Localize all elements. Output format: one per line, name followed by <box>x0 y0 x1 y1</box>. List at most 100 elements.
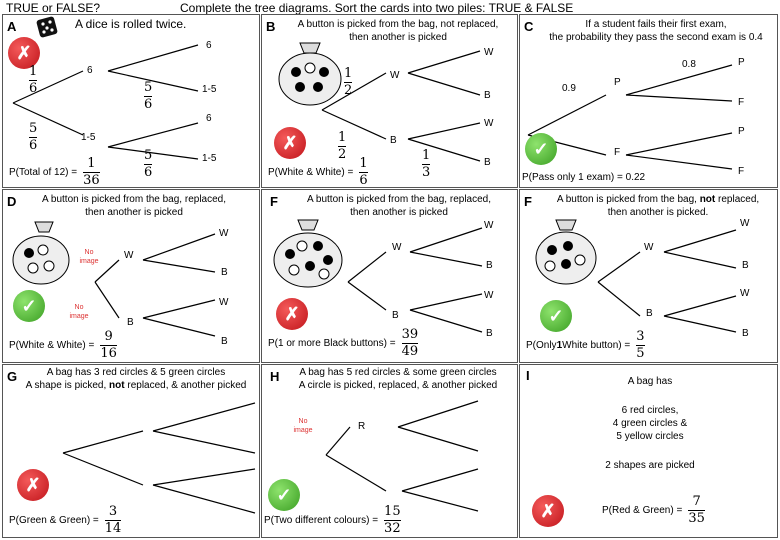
card-letter: F <box>524 194 532 209</box>
branch-label: P <box>738 126 745 137</box>
branch-label: B <box>127 317 134 328</box>
tree-diagram <box>321 50 481 162</box>
tree-diagram <box>94 233 216 337</box>
card-letter: H <box>270 369 280 384</box>
card-i[interactable]: I A bag has 6 red circles, 4 green circl… <box>519 364 778 538</box>
branch-label: F <box>738 97 745 108</box>
probability-label: 0.9 <box>562 83 576 94</box>
tree-diagram <box>527 64 733 170</box>
answer: P(Pass only 1 exam) = 0.22 <box>522 172 646 183</box>
branch-label: B <box>742 328 749 339</box>
card-title: A bag has 3 red circles & 5 green circle… <box>25 367 247 391</box>
branch-label: B <box>392 310 399 321</box>
branch-label: 1-5 <box>81 132 96 143</box>
card-c[interactable]: C If a student fails their first exam,th… <box>519 14 778 188</box>
cross-icon: ✗ <box>17 469 49 501</box>
cross-icon: ✗ <box>8 37 40 69</box>
branch-label: W <box>740 288 750 299</box>
branch-label: W <box>644 242 654 253</box>
branch-label: W <box>390 70 400 81</box>
card-letter: I <box>526 368 530 383</box>
bag-of-buttons-icon <box>12 221 70 285</box>
card-title: A bag has 5 red circles & some green cir… <box>298 367 498 391</box>
bag-of-buttons-icon <box>535 219 597 285</box>
card-d[interactable]: D A button is picked from the bag, repla… <box>2 189 260 363</box>
branch-label: W <box>219 297 229 308</box>
card-title: If a student fails their first exam,the … <box>549 19 763 43</box>
branch-label: P <box>614 77 621 88</box>
dice-icon <box>36 16 58 38</box>
card-f[interactable]: F A button is picked from the bag, not r… <box>519 189 778 363</box>
tree-diagram <box>12 44 199 160</box>
branch-label: 1-5 <box>202 84 217 95</box>
branch-label: B <box>646 308 653 319</box>
branch-label: P <box>738 57 745 68</box>
tick-icon: ✓ <box>540 300 572 332</box>
missing-image: No image <box>69 304 89 320</box>
branch-label: B <box>484 90 491 101</box>
branch-label: W <box>219 228 229 239</box>
branch-label: 6 <box>206 40 212 51</box>
branch-label: W <box>740 218 750 229</box>
cross-icon: ✗ <box>532 495 564 527</box>
branch-label: R <box>358 421 366 432</box>
branch-label: W <box>392 242 402 253</box>
branch-label: W <box>484 47 494 58</box>
card-letter: G <box>7 369 18 384</box>
branch-label: 6 <box>87 65 93 76</box>
card-title: A button is picked from the bag, not rep… <box>556 194 760 218</box>
missing-image: No image <box>293 418 313 434</box>
card-letter: D <box>7 194 17 209</box>
tree-diagram <box>325 400 479 512</box>
tree-diagram <box>62 402 256 514</box>
branch-label: B <box>486 260 493 271</box>
card-title: A dice is rolled twice. <box>75 17 187 31</box>
page-title: Complete the tree diagrams. Sort the car… <box>180 1 574 15</box>
branch-label: 6 <box>206 113 212 124</box>
tick-icon: ✓ <box>268 479 300 511</box>
probability-label: 0.8 <box>682 59 696 70</box>
branch-label: W <box>484 220 494 231</box>
branch-label: W <box>484 118 494 129</box>
branch-label: B <box>221 336 228 347</box>
tree-diagram <box>347 227 483 333</box>
branch-label: B <box>486 328 493 339</box>
card-h[interactable]: H A bag has 5 red circles & some green c… <box>261 364 518 538</box>
missing-image: No image <box>79 249 99 265</box>
card-letter: C <box>524 19 534 34</box>
cross-icon: ✗ <box>274 127 306 159</box>
tick-icon: ✓ <box>13 290 45 322</box>
branch-label: W <box>484 290 494 301</box>
branch-label: F <box>614 147 621 158</box>
branch-label: B <box>742 260 749 271</box>
card-title: A button is picked from the bag, replace… <box>42 194 226 218</box>
card-title: A button is picked from the bag, not rep… <box>297 19 499 43</box>
card-e[interactable]: F A button is picked from the bag, repla… <box>261 189 518 363</box>
bag-of-buttons-icon <box>273 219 343 288</box>
header-true-false: TRUE or FALSE? <box>6 1 101 15</box>
tick-icon: ✓ <box>525 133 557 165</box>
branch-label: B <box>390 135 397 146</box>
bag-of-buttons-icon <box>278 42 342 106</box>
card-b[interactable]: B A button is picked from the bag, not r… <box>261 14 518 188</box>
card-letter: A <box>7 19 17 34</box>
card-description: A bag has 6 red circles, 4 green circles… <box>605 376 695 471</box>
card-g[interactable]: G A bag has 3 red circles & 5 green circ… <box>2 364 260 538</box>
cross-icon: ✗ <box>276 298 308 330</box>
